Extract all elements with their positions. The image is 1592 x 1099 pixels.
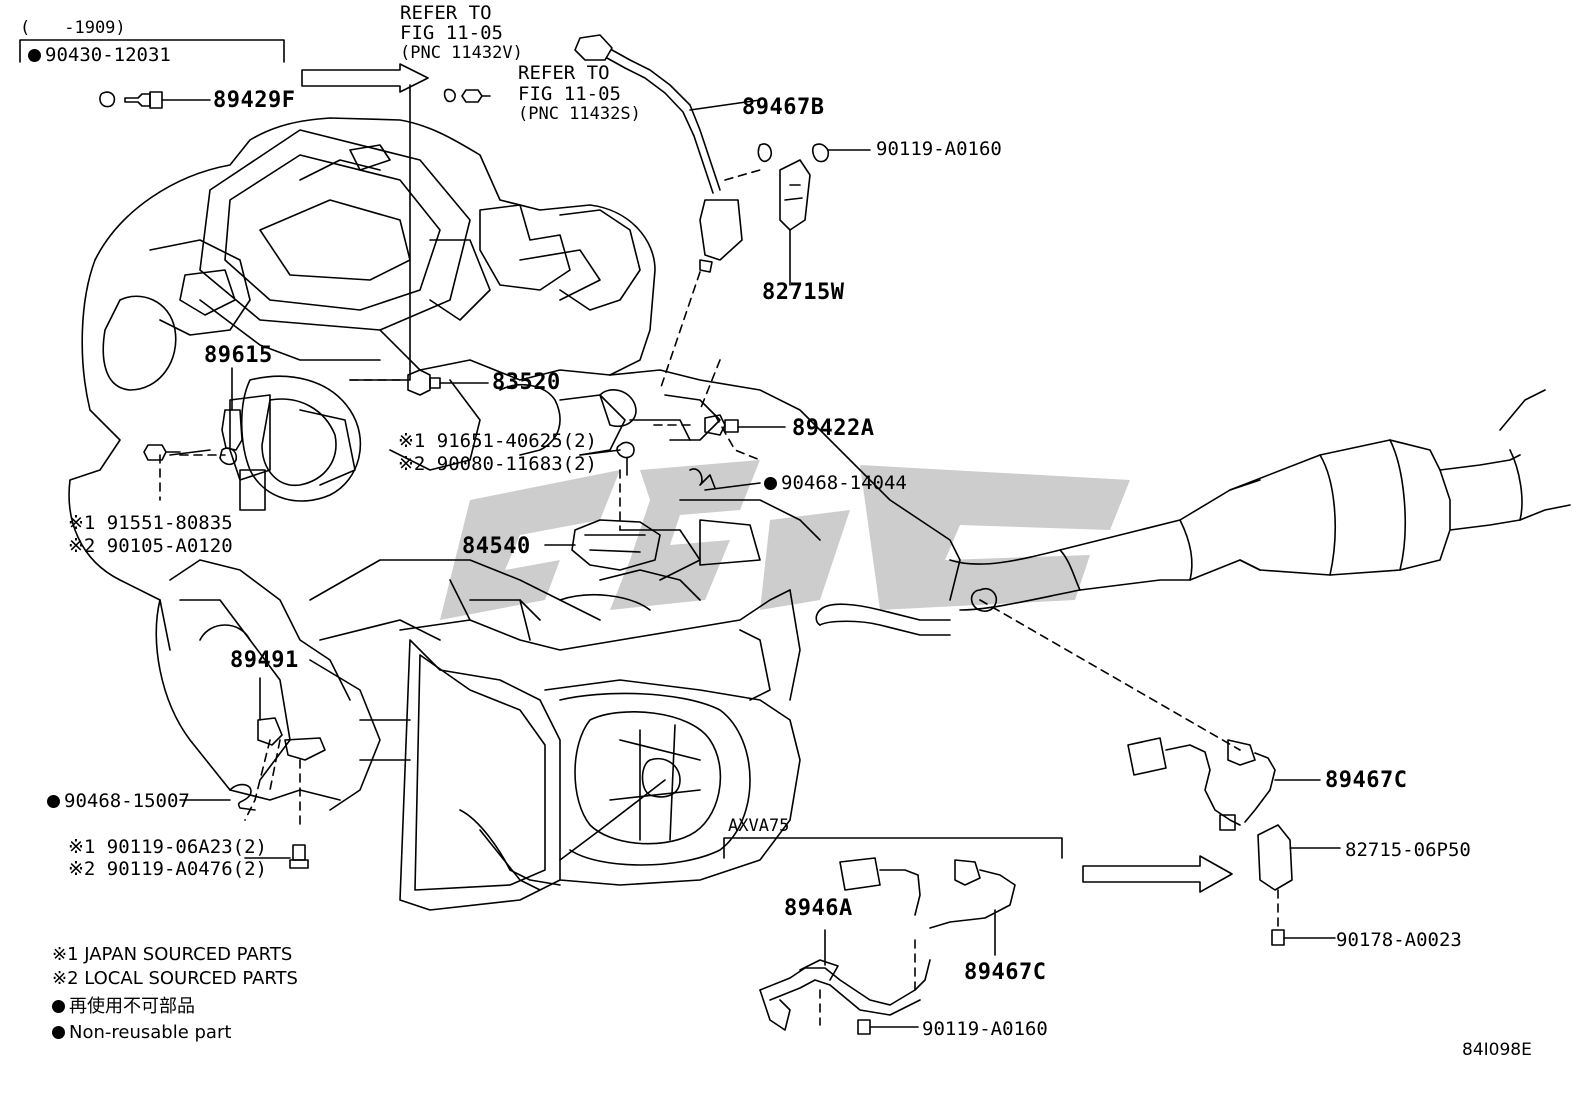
part-83520 <box>407 369 489 396</box>
part-label-90080-11683[interactable]: ※2 90080-11683(2) <box>398 453 597 475</box>
part-label-90119-A0476[interactable]: ※2 90119-A0476(2) <box>68 858 267 880</box>
part-82715W <box>757 143 871 286</box>
engine-block <box>68 117 961 801</box>
part-label-84540[interactable]: 84540 <box>462 534 531 559</box>
dashed-leaders <box>159 169 1279 1026</box>
refer-nut <box>443 88 491 103</box>
part-label-90430-12031[interactable]: 90430-12031 <box>28 46 171 65</box>
part-label-89467C-bottom[interactable]: 89467C <box>964 960 1047 985</box>
axva75-group <box>723 837 1063 1035</box>
part-label-89491[interactable]: 89491 <box>230 648 299 673</box>
part-label-89429F[interactable]: 89429F <box>213 88 296 113</box>
part-label-82715-06P50[interactable]: 82715-06P50 <box>1345 839 1471 861</box>
part-label-82715W[interactable]: 82715W <box>762 280 845 305</box>
part-label-89467B[interactable]: 89467B <box>742 95 825 120</box>
part-label-90119-06A23[interactable]: ※1 90119-06A23(2) <box>68 836 267 858</box>
part-89467B <box>574 34 761 273</box>
axva75-arrow <box>1082 855 1233 893</box>
diagram-code: 84I098E <box>1462 1040 1532 1060</box>
transaxle <box>169 559 801 911</box>
legend-local-sourced: ※2 LOCAL SOURCED PARTS <box>52 968 298 989</box>
legend-japan-sourced: ※1 JAPAN SOURCED PARTS <box>52 944 293 965</box>
refer-2-line3: (PNC 11432S) <box>518 104 641 124</box>
part-89467C-right <box>1127 737 1341 946</box>
part-89422A <box>689 414 786 491</box>
part-label-90119-A0160-bottom[interactable]: 90119-A0160 <box>922 1018 1048 1040</box>
legend-non-reusable-en: Non-reusable part <box>52 1024 231 1042</box>
part-label-89615[interactable]: 89615 <box>204 343 273 368</box>
part-89615 <box>143 367 243 466</box>
watermark-logo <box>440 460 1130 620</box>
part-label-89422A[interactable]: 89422A <box>792 416 875 441</box>
refer-1-line3: (PNC 11432V) <box>400 43 523 63</box>
refer-arrow-top <box>301 63 429 93</box>
refer-1-line1: REFER TO <box>400 2 492 24</box>
part-84540 <box>544 519 661 571</box>
part-label-90468-15007[interactable]: 90468-15007 <box>47 792 190 811</box>
part-label-90178-A0023[interactable]: 90178-A0023 <box>1336 929 1462 951</box>
part-label-90468-14044[interactable]: 90468-14044 <box>764 474 907 493</box>
model-year-range: ( -1909) <box>20 18 126 38</box>
part-label-91651-40625[interactable]: ※1 91651-40625(2) <box>398 430 597 452</box>
part-label-83520[interactable]: 83520 <box>492 370 561 395</box>
part-label-90105-A0120[interactable]: ※2 90105-A0120 <box>68 535 233 557</box>
part-label-91551-80835[interactable]: ※1 91551-80835 <box>68 512 233 534</box>
part-90468-15007 <box>179 783 309 869</box>
part-label-90119-A0160-top[interactable]: 90119-A0160 <box>876 138 1002 160</box>
bolt-90080 <box>579 441 635 476</box>
variant-label-axva75: AXVA75 <box>728 816 790 836</box>
part-label-8946A[interactable]: 8946A <box>784 896 853 921</box>
legend-non-reusable-jp: 再使用不可部品 <box>52 998 195 1016</box>
part-label-89467C-right[interactable]: 89467C <box>1325 768 1408 793</box>
refer-1-line2[interactable]: FIG 11-05 <box>400 22 503 44</box>
part-89491 <box>257 677 326 761</box>
exhaust-pipe <box>815 389 1571 636</box>
refer-2-line1: REFER TO <box>518 62 610 84</box>
refer-2-line2[interactable]: FIG 11-05 <box>518 83 621 105</box>
